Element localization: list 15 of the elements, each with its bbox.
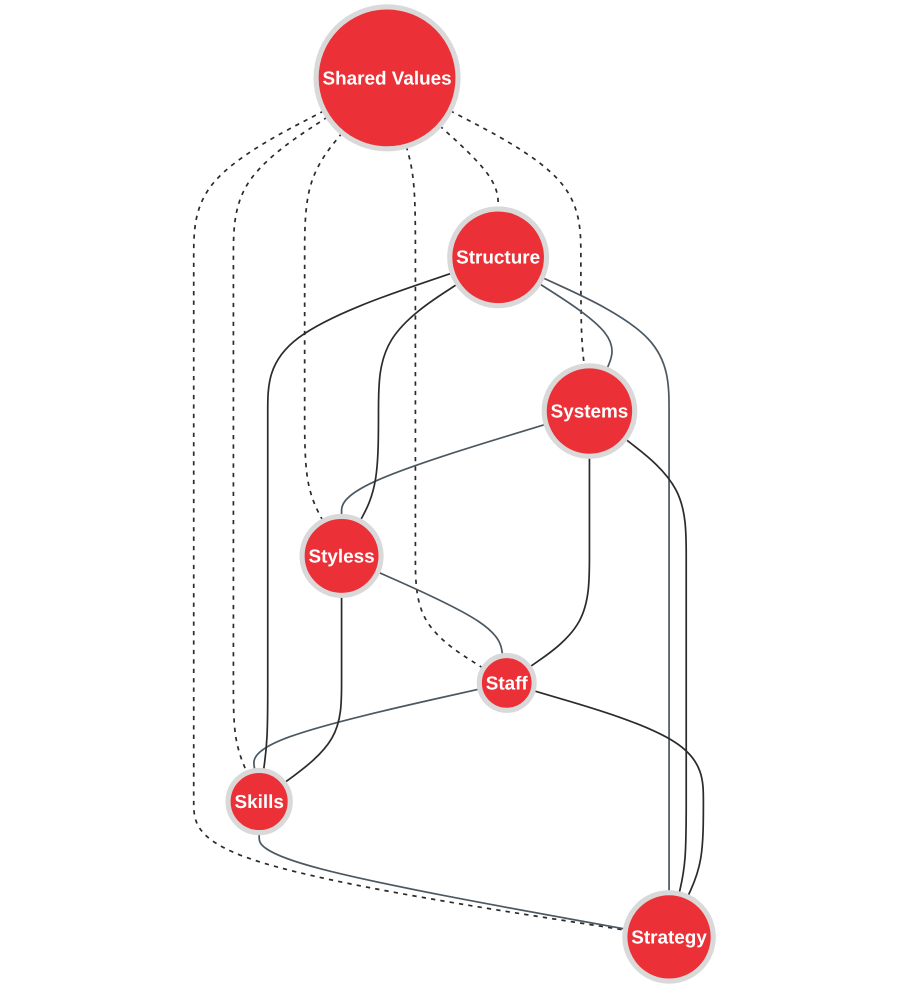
node-circle: Staff bbox=[476, 652, 537, 713]
node-circle: Systems bbox=[542, 363, 638, 459]
node-circle: Strategy bbox=[622, 890, 716, 984]
connector bbox=[528, 456, 590, 668]
connector bbox=[304, 132, 343, 522]
connector bbox=[192, 110, 626, 931]
node-circle: Shared Values bbox=[314, 4, 461, 152]
node-circle: Styless bbox=[300, 514, 384, 598]
connector bbox=[538, 282, 613, 370]
node-circle: Structure bbox=[447, 206, 550, 308]
node-circle: Skills bbox=[225, 768, 293, 836]
connector bbox=[284, 595, 342, 784]
connector bbox=[377, 571, 504, 656]
connector bbox=[532, 690, 704, 898]
connector bbox=[359, 283, 458, 522]
